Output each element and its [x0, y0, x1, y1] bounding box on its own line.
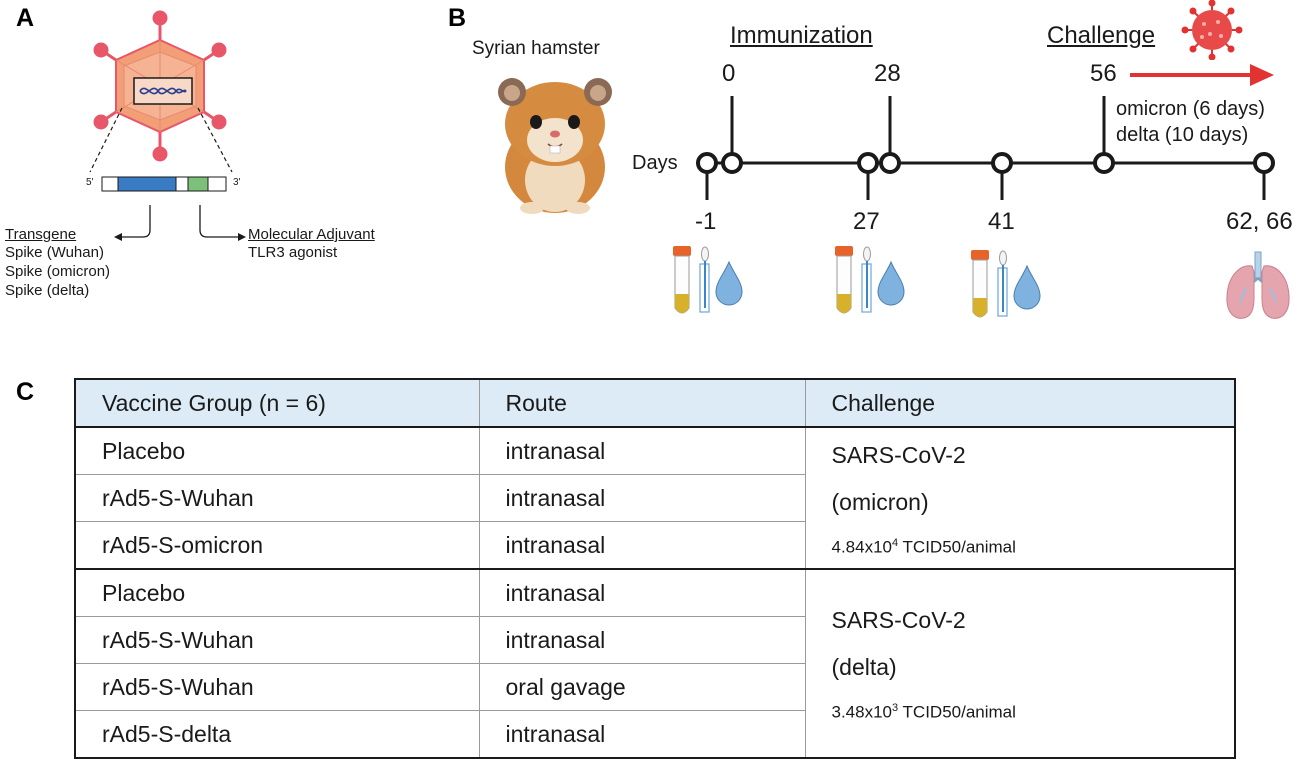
- sample-day-41: 41: [988, 208, 1015, 235]
- challenge-cell-omicron: SARS-CoV-2 (omicron) 4.84x104 TCID50/ani…: [804, 427, 1236, 570]
- challenge-dose: 4.84x104 TCID50/animal: [831, 536, 1016, 557]
- transgene-item: Spike (Wuhan): [5, 244, 104, 261]
- droplet-icon: [1013, 264, 1041, 310]
- vaccine-cell: Placebo: [74, 427, 480, 475]
- blood-tube-icon: [835, 246, 853, 314]
- route-cell: intranasal: [478, 616, 806, 664]
- challenge-day-56: 56: [1090, 60, 1117, 87]
- hamster-icon: [498, 78, 612, 214]
- dna-icon: [139, 87, 187, 95]
- vaccine-group-table: Vaccine Group (n = 6) Route Challenge Pl…: [74, 378, 1236, 759]
- sample-icons-day-27: [835, 246, 905, 314]
- immunization-day-28: 28: [874, 60, 901, 87]
- vaccine-cell: rAd5-S-Wuhan: [74, 616, 480, 664]
- timeline: [696, 64, 1275, 200]
- adenovirus-icon: [89, 10, 246, 241]
- challenge-label: Challenge: [1047, 22, 1156, 49]
- challenge-variant: (omicron): [831, 488, 929, 515]
- table-row: rAd5-S-delta intranasal: [74, 710, 1235, 759]
- panel-b-letter: B: [448, 4, 467, 32]
- lungs-icon: [1226, 251, 1290, 319]
- sample-day-62-66: 62, 66: [1226, 208, 1293, 235]
- days-label: Days: [632, 152, 678, 174]
- vaccine-cell: Placebo: [74, 569, 480, 617]
- three-prime-label: 3': [233, 177, 241, 188]
- vaccine-cell: rAd5-S-Wuhan: [74, 663, 480, 711]
- route-cell: intranasal: [478, 474, 806, 522]
- immunization-label: Immunization: [730, 22, 873, 49]
- route-cell: intranasal: [478, 521, 806, 570]
- header-vaccine-group: Vaccine Group (n = 6): [74, 378, 480, 428]
- route-cell: oral gavage: [478, 663, 806, 711]
- route-cell: intranasal: [478, 427, 806, 475]
- droplet-icon: [877, 260, 905, 306]
- challenge-dose: 3.48x103 TCID50/animal: [831, 702, 1016, 722]
- sample-day-27: 27: [853, 208, 880, 235]
- table-row: Placebo intranasal SARS-CoV-2 (omicron) …: [74, 427, 1236, 570]
- gene-construct: [101, 176, 227, 192]
- adjuvant-item: TLR3 agonist: [248, 244, 338, 261]
- vaccine-cell: rAd5-S-omicron: [74, 521, 480, 570]
- sample-icons-day-41: [971, 250, 1041, 318]
- adjuvant-heading: Molecular Adjuvant: [248, 226, 375, 243]
- table-header-row: Vaccine Group (n = 6) Route Challenge: [74, 378, 1236, 428]
- table-row: rAd5-S-omicron intranasal: [74, 521, 1235, 570]
- header-route: Route: [478, 378, 806, 428]
- transgene-item: Spike (omicron): [5, 263, 111, 280]
- blood-tube-icon: [971, 250, 989, 318]
- challenge-variant: (delta): [831, 654, 897, 681]
- transgene-item: Spike (delta): [5, 282, 90, 299]
- challenge-note: omicron (6 days): [1116, 98, 1265, 120]
- five-prime-label: 5': [86, 177, 94, 188]
- challenge-virus: SARS-CoV-2: [831, 441, 966, 468]
- route-cell: intranasal: [478, 569, 806, 617]
- panel-a-letter: A: [16, 4, 35, 32]
- coronavirus-icon: [1181, 0, 1243, 60]
- challenge-cell-delta: SARS-CoV-2 (delta) 3.48x103 TCID50/anima…: [804, 569, 1236, 759]
- immunization-day-0: 0: [722, 60, 736, 87]
- challenge-note: delta (10 days): [1116, 124, 1249, 146]
- transgene-heading: Transgene: [5, 226, 77, 243]
- sample-icons-day--1: [673, 246, 743, 314]
- swab-icon: [997, 250, 1008, 317]
- table-row: rAd5-S-Wuhan intranasal: [74, 474, 1235, 522]
- panel-c-letter: C: [16, 378, 35, 406]
- sample-day--1: -1: [695, 208, 717, 235]
- table-row: Placebo intranasal SARS-CoV-2 (delta) 3.…: [74, 569, 1236, 759]
- table-row: rAd5-S-Wuhan intranasal: [74, 616, 1235, 664]
- table-row: rAd5-S-Wuhan oral gavage: [74, 663, 1235, 711]
- blood-tube-icon: [673, 246, 691, 314]
- vaccine-cell: rAd5-S-Wuhan: [74, 474, 480, 522]
- vaccine-cell: rAd5-S-delta: [74, 710, 480, 759]
- droplet-icon: [715, 260, 743, 306]
- challenge-virus: SARS-CoV-2: [831, 607, 966, 634]
- route-cell: intranasal: [478, 710, 806, 759]
- swab-icon: [861, 246, 872, 313]
- swab-icon: [699, 246, 710, 313]
- header-challenge: Challenge: [804, 378, 1236, 428]
- animal-label: Syrian hamster: [472, 38, 600, 59]
